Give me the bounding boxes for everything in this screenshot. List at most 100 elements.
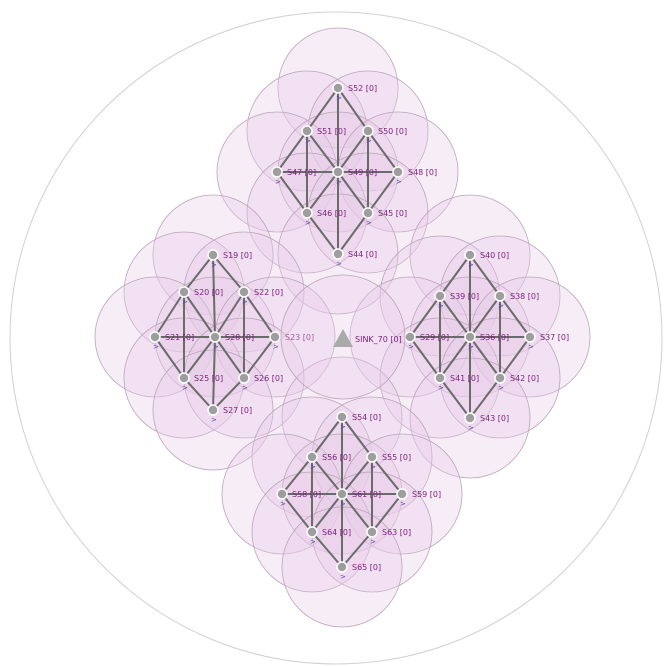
sensor-node-icon[interactable] bbox=[209, 331, 221, 343]
sensor-node-s64[interactable]: >S64 [0] bbox=[306, 526, 351, 546]
sensor-node-s39[interactable]: >S39 [0] bbox=[434, 290, 479, 310]
sensor-node-s54[interactable]: > S54 [0] bbox=[336, 411, 381, 431]
sensor-node-s20[interactable]: >S20 [0] bbox=[178, 286, 223, 306]
sensor-node-s37[interactable]: >S37 [0] bbox=[524, 331, 569, 351]
sensor-node-icon[interactable] bbox=[301, 207, 313, 219]
sensor-node-s21[interactable]: >S21 [0] bbox=[149, 331, 194, 351]
link-s54-s55 bbox=[341, 416, 373, 458]
sensor-node-icon[interactable] bbox=[494, 290, 506, 302]
sink-triangle-icon[interactable] bbox=[333, 329, 353, 347]
sensor-node-s22[interactable]: >S22 [0] bbox=[238, 286, 283, 306]
sensor-node-s44[interactable]: >S44 [0] bbox=[332, 248, 377, 268]
sensor-node-s65[interactable]: >S65 [0] bbox=[336, 561, 381, 581]
link-s23-s26 bbox=[243, 336, 276, 379]
sensor-node-icon[interactable] bbox=[494, 372, 506, 384]
sensor-node-s46[interactable]: >S46 [0] bbox=[301, 207, 346, 227]
node-label: S36 [0] bbox=[480, 333, 509, 342]
sensor-node-icon[interactable] bbox=[362, 125, 374, 137]
sensor-node-icon[interactable] bbox=[301, 125, 313, 137]
sensor-node-s52[interactable]: >S52 [0] bbox=[332, 82, 377, 102]
sensor-node-icon[interactable] bbox=[178, 286, 190, 298]
sensor-node-s59[interactable]: >S59 [0] bbox=[396, 488, 441, 508]
link-s38-s37 bbox=[499, 295, 531, 338]
sensor-node-icon[interactable] bbox=[366, 451, 378, 463]
node-label: S45 [0] bbox=[378, 209, 407, 218]
sensor-node-icon[interactable] bbox=[238, 372, 250, 384]
sensor-node-s27[interactable]: >S27 [0] bbox=[207, 404, 252, 424]
node-label: S46 [0] bbox=[317, 209, 346, 218]
link-s37-s42 bbox=[499, 336, 531, 379]
sensor-node-icon[interactable] bbox=[332, 248, 344, 260]
sensor-node-s19[interactable]: >S19 [0] bbox=[207, 249, 252, 269]
sensor-node-s28[interactable]: >S28 [0] bbox=[209, 331, 254, 351]
link-s51-s49 bbox=[306, 130, 339, 173]
sensor-node-s41[interactable]: >S41 [0] bbox=[434, 372, 479, 392]
sensor-node-icon[interactable] bbox=[464, 249, 476, 261]
sensor-node-s36[interactable]: >S36 [0] bbox=[464, 331, 509, 351]
sensor-node-s25[interactable]: >S25 [0] bbox=[178, 372, 223, 392]
sensor-node-s26[interactable]: >S26 [0] bbox=[238, 372, 283, 392]
direction-arrow-icon: > bbox=[438, 384, 444, 392]
node-label: S58 [0] bbox=[292, 490, 321, 499]
sensor-node-icon[interactable] bbox=[306, 451, 318, 463]
sensor-node-s58[interactable]: >S58 [0] bbox=[276, 488, 321, 508]
node-label: S20 [0] bbox=[194, 288, 223, 297]
sensor-node-icon[interactable] bbox=[207, 404, 219, 416]
sensor-node-icon[interactable] bbox=[366, 526, 378, 538]
sensor-node-s49[interactable]: >S49 [0] bbox=[332, 166, 377, 186]
sensor-node-icon[interactable] bbox=[269, 331, 281, 343]
link-s47-s46 bbox=[276, 171, 308, 214]
node-label: S26 [0] bbox=[254, 374, 283, 383]
sensor-node-icon[interactable] bbox=[238, 286, 250, 298]
direction-arrow-icon: > bbox=[305, 137, 311, 145]
sensor-node-s38[interactable]: >S38 [0] bbox=[494, 290, 539, 310]
sensor-node-icon[interactable] bbox=[404, 331, 416, 343]
sensor-node-s56[interactable]: >S56 [0] bbox=[306, 451, 351, 471]
link-s39-s36 bbox=[439, 295, 471, 338]
sensor-node-s23[interactable]: >S23 [0] bbox=[269, 331, 314, 351]
sensor-node-icon[interactable] bbox=[464, 412, 476, 424]
sensor-node-s47[interactable]: >S47 [0] bbox=[271, 166, 316, 186]
link-s39-s29 bbox=[409, 295, 441, 338]
sensor-node-icon[interactable] bbox=[434, 290, 446, 302]
link-s40-s39 bbox=[439, 254, 471, 297]
sensor-node-s45[interactable]: >S45 [0] bbox=[362, 207, 407, 227]
sensor-node-s63[interactable]: >S63 [0] bbox=[366, 526, 411, 546]
direction-arrow-icon: > bbox=[336, 94, 342, 102]
node-label: S38 [0] bbox=[510, 292, 539, 301]
sensor-node-icon[interactable] bbox=[336, 561, 348, 573]
sensor-node-s55[interactable]: >S55 [0] bbox=[366, 451, 411, 471]
sensor-node-s42[interactable]: >S42 [0] bbox=[494, 372, 539, 392]
link-s28-s25 bbox=[183, 336, 216, 379]
sensor-node-icon[interactable] bbox=[464, 331, 476, 343]
sensor-node-s48[interactable]: >S48 [0] bbox=[392, 166, 437, 186]
sensor-node-icon[interactable] bbox=[332, 82, 344, 94]
sensor-node-icon[interactable] bbox=[276, 488, 288, 500]
sink-group[interactable]: SINK_70 [0] bbox=[280, 274, 406, 400]
sensor-node-icon[interactable] bbox=[392, 166, 404, 178]
node-label: S49 [0] bbox=[348, 168, 377, 177]
link-s36-s42 bbox=[469, 336, 501, 379]
link-s38-s36 bbox=[469, 295, 501, 338]
sensor-node-icon[interactable] bbox=[149, 331, 161, 343]
sensor-node-s40[interactable]: >S40 [0] bbox=[464, 249, 509, 269]
sensor-node-icon[interactable] bbox=[336, 488, 348, 500]
sensor-node-s43[interactable]: >S43 [0] bbox=[464, 412, 509, 432]
sensor-node-s50[interactable]: >S50 [0] bbox=[362, 125, 407, 145]
sensor-node-icon[interactable] bbox=[396, 488, 408, 500]
sensor-node-icon[interactable] bbox=[336, 411, 348, 423]
sensor-node-icon[interactable] bbox=[271, 166, 283, 178]
sensor-node-icon[interactable] bbox=[362, 207, 374, 219]
sensor-node-icon[interactable] bbox=[524, 331, 536, 343]
sensor-node-icon[interactable] bbox=[434, 372, 446, 384]
node-label: S27 [0] bbox=[223, 406, 252, 415]
sensor-node-s61[interactable]: >S61 [0] bbox=[336, 488, 381, 508]
sensor-node-icon[interactable] bbox=[332, 166, 344, 178]
sensor-node-icon[interactable] bbox=[306, 526, 318, 538]
direction-arrow-icon: > bbox=[340, 423, 346, 431]
sensor-node-icon[interactable] bbox=[178, 372, 190, 384]
link-s29-s41 bbox=[409, 336, 441, 379]
sensor-node-icon[interactable] bbox=[207, 249, 219, 261]
node-label: S54 [0] bbox=[352, 413, 381, 422]
sensor-node-s51[interactable]: >S51 [0] bbox=[301, 125, 346, 145]
